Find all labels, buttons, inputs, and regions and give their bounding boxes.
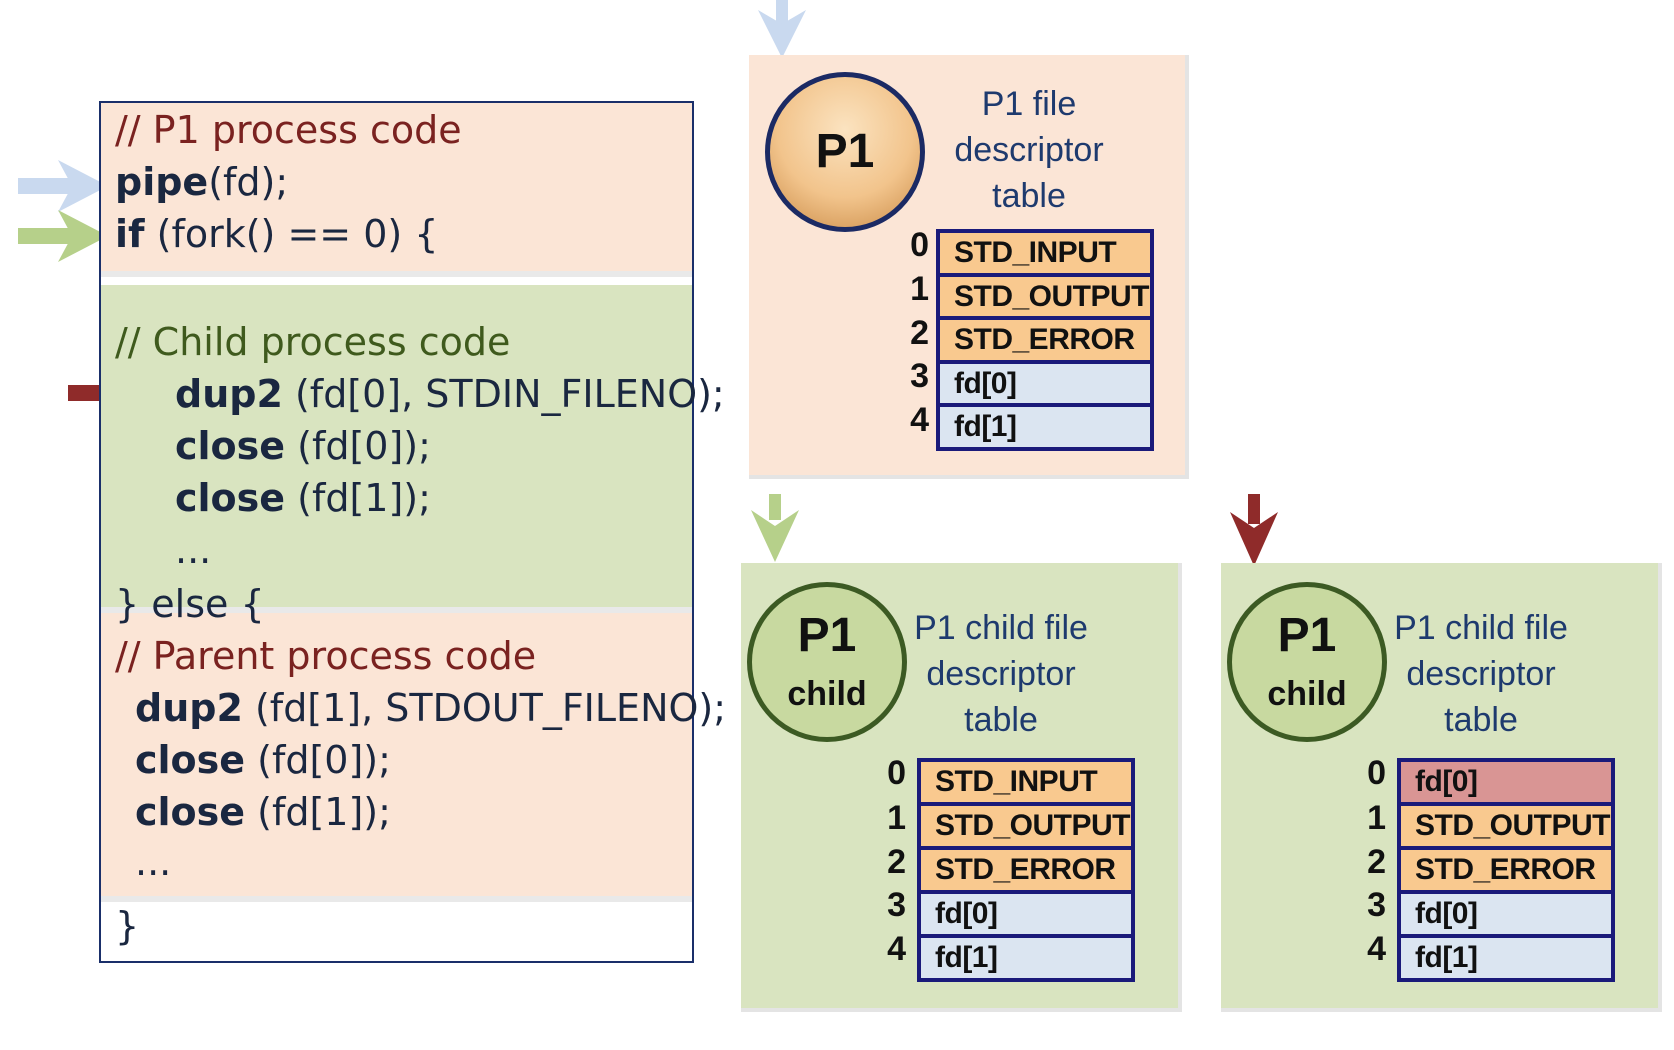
fd-index: 2 (1367, 843, 1386, 881)
p1-fd-panel: P1 P1 file descriptor table 0 1 2 3 4 ST… (749, 55, 1189, 479)
code-rest: (fd[1]); (245, 790, 391, 834)
child-close-fd0-line: close (fd[0]); (175, 423, 431, 469)
fd-index: 1 (887, 799, 906, 837)
fd-index: 0 (910, 226, 929, 264)
child-down-arrow (751, 494, 799, 562)
child-close-fd1-line: close (fd[1]); (175, 475, 431, 521)
else-line: } else { (115, 582, 265, 626)
keyword: pipe (115, 160, 209, 204)
code-rest: (fd[0]); (285, 424, 431, 468)
child-dup2-table-title: P1 child file descriptor table (1381, 605, 1581, 743)
child-process-circle: P1 child (747, 582, 907, 742)
fd-index: 3 (1367, 886, 1386, 924)
keyword: close (175, 476, 286, 520)
title-line: table (992, 177, 1066, 215)
pipe-line-arrow (18, 160, 108, 212)
fd-row-1: STD_OUTPUT (921, 806, 1131, 846)
band-separator (101, 607, 692, 613)
code-rest: (fd[1]); (285, 476, 431, 520)
parent-dup2-line: dup2 (fd[1], STDOUT_FILENO); (135, 685, 726, 731)
fd-index: 4 (887, 930, 906, 968)
p1-fd-table: STD_INPUT STD_OUTPUT STD_ERROR fd[0] fd[… (936, 229, 1154, 451)
pipe-line: pipe(fd); (115, 159, 288, 205)
child-dup2-process-circle: P1 child (1227, 582, 1387, 742)
fd-row-3: fd[0] (1401, 894, 1611, 934)
keyword: close (175, 424, 286, 468)
closing-brace: } (115, 904, 140, 948)
p1-code-band (101, 103, 692, 271)
fd-index: 4 (1367, 930, 1386, 968)
code-rest: (fork() == 0) { (144, 212, 439, 256)
band-separator (101, 896, 692, 902)
fd-index: 3 (887, 886, 906, 924)
keyword: if (115, 212, 145, 256)
process-name: P1 (1277, 609, 1337, 662)
parent-close-fd1-line: close (fd[1]); (135, 789, 391, 835)
code-rest: (fd[1], STDOUT_FILENO); (242, 686, 727, 730)
fd-row-1: STD_OUTPUT (940, 277, 1150, 316)
child-dup2-fd-table: fd[0] STD_OUTPUT STD_ERROR fd[0] fd[1] (1397, 758, 1615, 982)
process-subtitle: child (787, 675, 867, 713)
fork-line-arrow (18, 210, 108, 262)
parent-code-band (101, 613, 692, 896)
fd-row-3: fd[0] (940, 364, 1150, 403)
process-name: P1 (815, 125, 875, 178)
fd-index: 0 (887, 754, 906, 792)
title-line: descriptor (1406, 655, 1556, 693)
fd-row-2: STD_ERROR (921, 850, 1131, 890)
p1-comment: // P1 process code (115, 108, 462, 152)
fd-index: 3 (910, 357, 929, 395)
child-dup2-line: dup2 (fd[0], STDIN_FILENO); (175, 371, 725, 417)
code-panel: // P1 process code pipe(fd); if (fork() … (99, 101, 726, 963)
title-line: descriptor (926, 655, 1076, 693)
child-dup2-fd-panel: P1 child P1 child file descriptor table … (1221, 563, 1662, 1012)
child-comment: // Child process code (115, 320, 511, 364)
child-fd-panel: P1 child P1 child file descriptor table … (741, 563, 1182, 1012)
keyword: close (135, 738, 246, 782)
title-line: P1 child file (1394, 609, 1568, 647)
title-line: table (964, 701, 1038, 739)
keyword: dup2 (135, 686, 243, 730)
process-name: P1 (797, 609, 857, 662)
fd-index: 2 (910, 314, 929, 352)
keyword: close (135, 790, 246, 834)
process-subtitle: child (1267, 675, 1347, 713)
fd-row-4: fd[1] (921, 938, 1131, 978)
parent-close-fd0-line: close (fd[0]); (135, 737, 391, 783)
fd-row-4: fd[1] (940, 407, 1150, 447)
fd-index: 2 (887, 843, 906, 881)
title-line: descriptor (954, 131, 1104, 169)
title-line: table (1444, 701, 1518, 739)
fd-index: 1 (910, 270, 929, 308)
code-rest: (fd); (208, 160, 289, 204)
title-line: P1 child file (914, 609, 1088, 647)
fd-row-2: STD_ERROR (940, 320, 1150, 360)
fd-row-0: STD_INPUT (940, 233, 1150, 273)
fd-index: 0 (1367, 754, 1386, 792)
p1-process-circle: P1 (765, 72, 925, 232)
child-ellipsis: ... (175, 528, 212, 572)
p1-table-title: P1 file descriptor table (929, 81, 1129, 219)
keyword: dup2 (175, 372, 283, 416)
fd-row-4: fd[1] (1401, 938, 1611, 978)
child-fd-table: STD_INPUT STD_OUTPUT STD_ERROR fd[0] fd[… (917, 758, 1135, 982)
p1-down-arrow (758, 0, 806, 58)
band-separator (101, 271, 692, 277)
fd-index: 4 (910, 401, 929, 439)
fork-line: if (fork() == 0) { (115, 211, 438, 257)
fd-row-0: STD_INPUT (921, 762, 1131, 802)
code-rest: (fd[0]); (245, 738, 391, 782)
child-table-title: P1 child file descriptor table (901, 605, 1101, 743)
fd-row-0: fd[0] (1401, 762, 1611, 802)
fd-row-2: STD_ERROR (1401, 850, 1611, 890)
code-rest: (fd[0], STDIN_FILENO); (282, 372, 725, 416)
child-code-band (101, 285, 692, 607)
fd-row-3: fd[0] (921, 894, 1131, 934)
child-dup2-down-arrow (1230, 494, 1278, 566)
parent-comment: // Parent process code (115, 634, 537, 678)
fd-row-1: STD_OUTPUT (1401, 806, 1611, 846)
parent-ellipsis: ... (135, 840, 172, 884)
fd-index: 1 (1367, 799, 1386, 837)
title-line: P1 file (981, 85, 1077, 123)
